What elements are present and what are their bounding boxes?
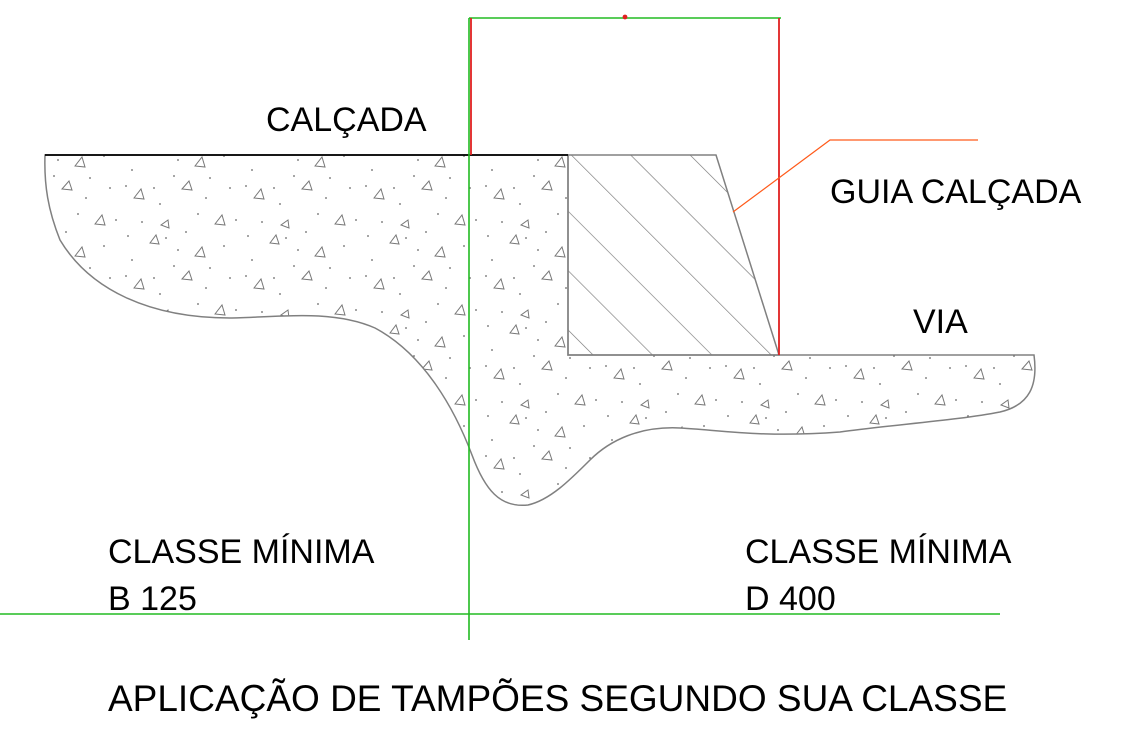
- right-class-heading: CLASSE MÍNIMA: [745, 533, 1012, 571]
- concrete-base: [44, 154, 1036, 507]
- road-label: VIA: [913, 303, 968, 341]
- left-class-value: B 125: [108, 580, 197, 618]
- drawing-title: APLICAÇÃO DE TAMPÕES SEGUNDO SUA CLASSE: [108, 678, 1008, 719]
- sidewalk-label: CALÇADA: [266, 101, 427, 139]
- curb-section: [567, 154, 781, 356]
- right-class-value: D 400: [745, 580, 836, 618]
- curb-label: GUIA CALÇADA: [830, 173, 1082, 211]
- left-class-heading: CLASSE MÍNIMA: [108, 533, 375, 571]
- top-marker: [622, 14, 628, 20]
- curb-leader-line: [732, 139, 978, 213]
